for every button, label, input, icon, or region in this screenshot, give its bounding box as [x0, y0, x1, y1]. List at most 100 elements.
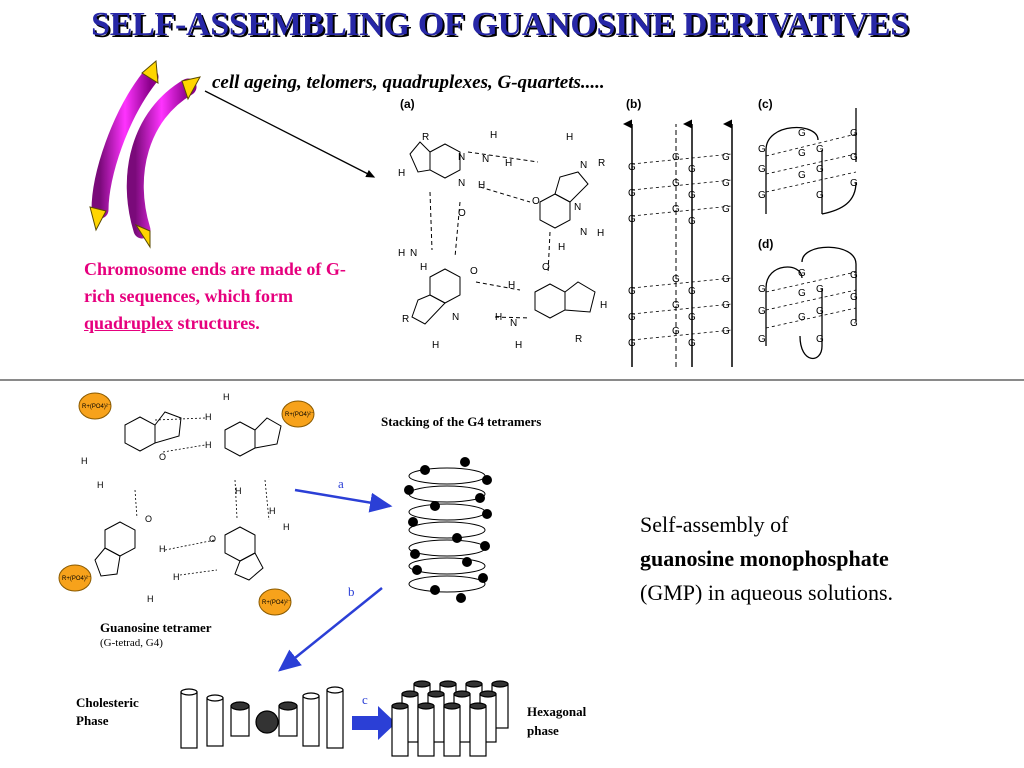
- svg-text:G: G: [758, 190, 766, 201]
- svg-text:H: H: [173, 572, 180, 582]
- svg-text:G: G: [628, 162, 636, 173]
- svg-text:H: H: [97, 480, 104, 490]
- telomere-tip: [181, 76, 201, 101]
- telomere-tip: [141, 59, 159, 84]
- svg-text:G: G: [688, 286, 696, 297]
- svg-text:G: G: [816, 164, 824, 175]
- svg-text:H: H: [597, 228, 604, 239]
- svg-text:G: G: [672, 178, 680, 189]
- svg-text:H: H: [147, 594, 154, 604]
- process-arrows: a b: [278, 476, 393, 672]
- svg-text:G: G: [850, 292, 858, 303]
- svg-text:G: G: [722, 274, 730, 285]
- svg-text:G: G: [798, 170, 806, 181]
- svg-text:H: H: [159, 544, 166, 554]
- svg-text:G: G: [688, 216, 696, 227]
- svg-text:G: G: [628, 214, 636, 225]
- arrow-c-label: c: [362, 692, 368, 707]
- guanosine-tetramer-structure: R+(PO4)²⁻ R+(PO4)²⁻ R+(PO4)²⁻ R+(PO4)²⁻ …: [58, 392, 315, 616]
- svg-text:N: N: [410, 248, 417, 259]
- tetramer-label: Guanosine tetramer: [100, 620, 212, 635]
- svg-text:G: G: [850, 318, 858, 329]
- svg-text:N: N: [458, 152, 465, 163]
- svg-text:R: R: [575, 334, 582, 345]
- svg-text:G: G: [672, 326, 680, 337]
- svg-text:H: H: [205, 412, 212, 422]
- svg-text:G: G: [672, 300, 680, 311]
- svg-text:O: O: [542, 262, 550, 273]
- chromatid-left: [91, 68, 159, 219]
- svg-text:H: H: [558, 242, 565, 253]
- svg-text:G: G: [722, 300, 730, 311]
- svg-text:G: G: [628, 188, 636, 199]
- panel-c-label: (c): [758, 97, 773, 111]
- svg-text:G: G: [688, 190, 696, 201]
- cholesteric-cylinders: [180, 686, 344, 749]
- svg-text:G: G: [688, 312, 696, 323]
- svg-text:G: G: [672, 152, 680, 163]
- slide-title: SELF-ASSEMBLING OF GUANOSINE DERIVATIVES: [91, 6, 909, 43]
- svg-text:N: N: [580, 227, 587, 238]
- gmp-caption: Self-assembly of guanosine monophosphate…: [640, 512, 893, 605]
- svg-text:G: G: [816, 190, 824, 201]
- arrow-c: [352, 706, 396, 740]
- g-quartet-structure: (a) R H H N H N N H O H R N O N: [398, 97, 607, 351]
- svg-text:G: G: [816, 144, 824, 155]
- chromosome-figure: [89, 59, 201, 249]
- svg-text:G: G: [628, 338, 636, 349]
- svg-text:H: H: [269, 506, 276, 516]
- telomere-tip: [89, 206, 107, 232]
- svg-text:N: N: [458, 178, 465, 189]
- arrow-a: [294, 488, 393, 513]
- arrow-b-label: b: [348, 584, 355, 599]
- chromatid-right: [126, 78, 197, 239]
- svg-text:G: G: [722, 178, 730, 189]
- svg-text:H: H: [223, 392, 230, 402]
- svg-text:O: O: [209, 534, 216, 544]
- svg-text:H: H: [81, 456, 88, 466]
- svg-text:H: H: [490, 130, 497, 141]
- svg-text:R+(PO4)²⁻: R+(PO4)²⁻: [82, 404, 111, 410]
- svg-text:G: G: [798, 288, 806, 299]
- pointer-arrow: [204, 90, 376, 178]
- stacking-label: Stacking of the G4 tetramers: [381, 414, 542, 429]
- svg-text:R: R: [422, 132, 429, 143]
- svg-text:G: G: [850, 178, 858, 189]
- svg-text:G: G: [758, 284, 766, 295]
- quadruplex-term: quadruplex: [84, 313, 174, 333]
- svg-text:G: G: [816, 284, 824, 295]
- svg-text:G: G: [798, 148, 806, 159]
- svg-text:G: G: [758, 334, 766, 345]
- svg-text:G: G: [722, 326, 730, 337]
- svg-text:N: N: [574, 202, 581, 213]
- panel-a-label: (a): [400, 97, 415, 111]
- svg-text:O: O: [470, 266, 478, 277]
- svg-text:R: R: [598, 158, 605, 169]
- svg-text:H: H: [505, 158, 512, 169]
- g4-stack-helix: [404, 457, 492, 603]
- svg-text:R: R: [402, 314, 409, 325]
- svg-text:N: N: [510, 318, 517, 329]
- svg-text:O: O: [532, 196, 540, 207]
- svg-text:G: G: [688, 338, 696, 349]
- svg-text:N: N: [580, 160, 587, 171]
- svg-text:H: H: [566, 132, 573, 143]
- svg-text:H: H: [205, 440, 212, 450]
- svg-text:H: H: [495, 312, 502, 323]
- subtitle: cell ageing, telomers, quadruplexes, G-q…: [212, 72, 605, 93]
- svg-text:G: G: [798, 128, 806, 139]
- svg-text:G: G: [798, 268, 806, 279]
- svg-text:G: G: [758, 306, 766, 317]
- svg-text:G: G: [850, 270, 858, 281]
- cholesteric-label: Cholesteric Phase: [76, 695, 139, 728]
- svg-text:N: N: [452, 312, 459, 323]
- svg-text:G: G: [758, 164, 766, 175]
- svg-text:G: G: [628, 286, 636, 297]
- svg-text:G: G: [688, 164, 696, 175]
- svg-text:R+(PO4)²⁻: R+(PO4)²⁻: [62, 576, 91, 582]
- svg-text:N: N: [482, 154, 489, 165]
- svg-text:H: H: [432, 340, 439, 351]
- svg-text:G: G: [816, 334, 824, 345]
